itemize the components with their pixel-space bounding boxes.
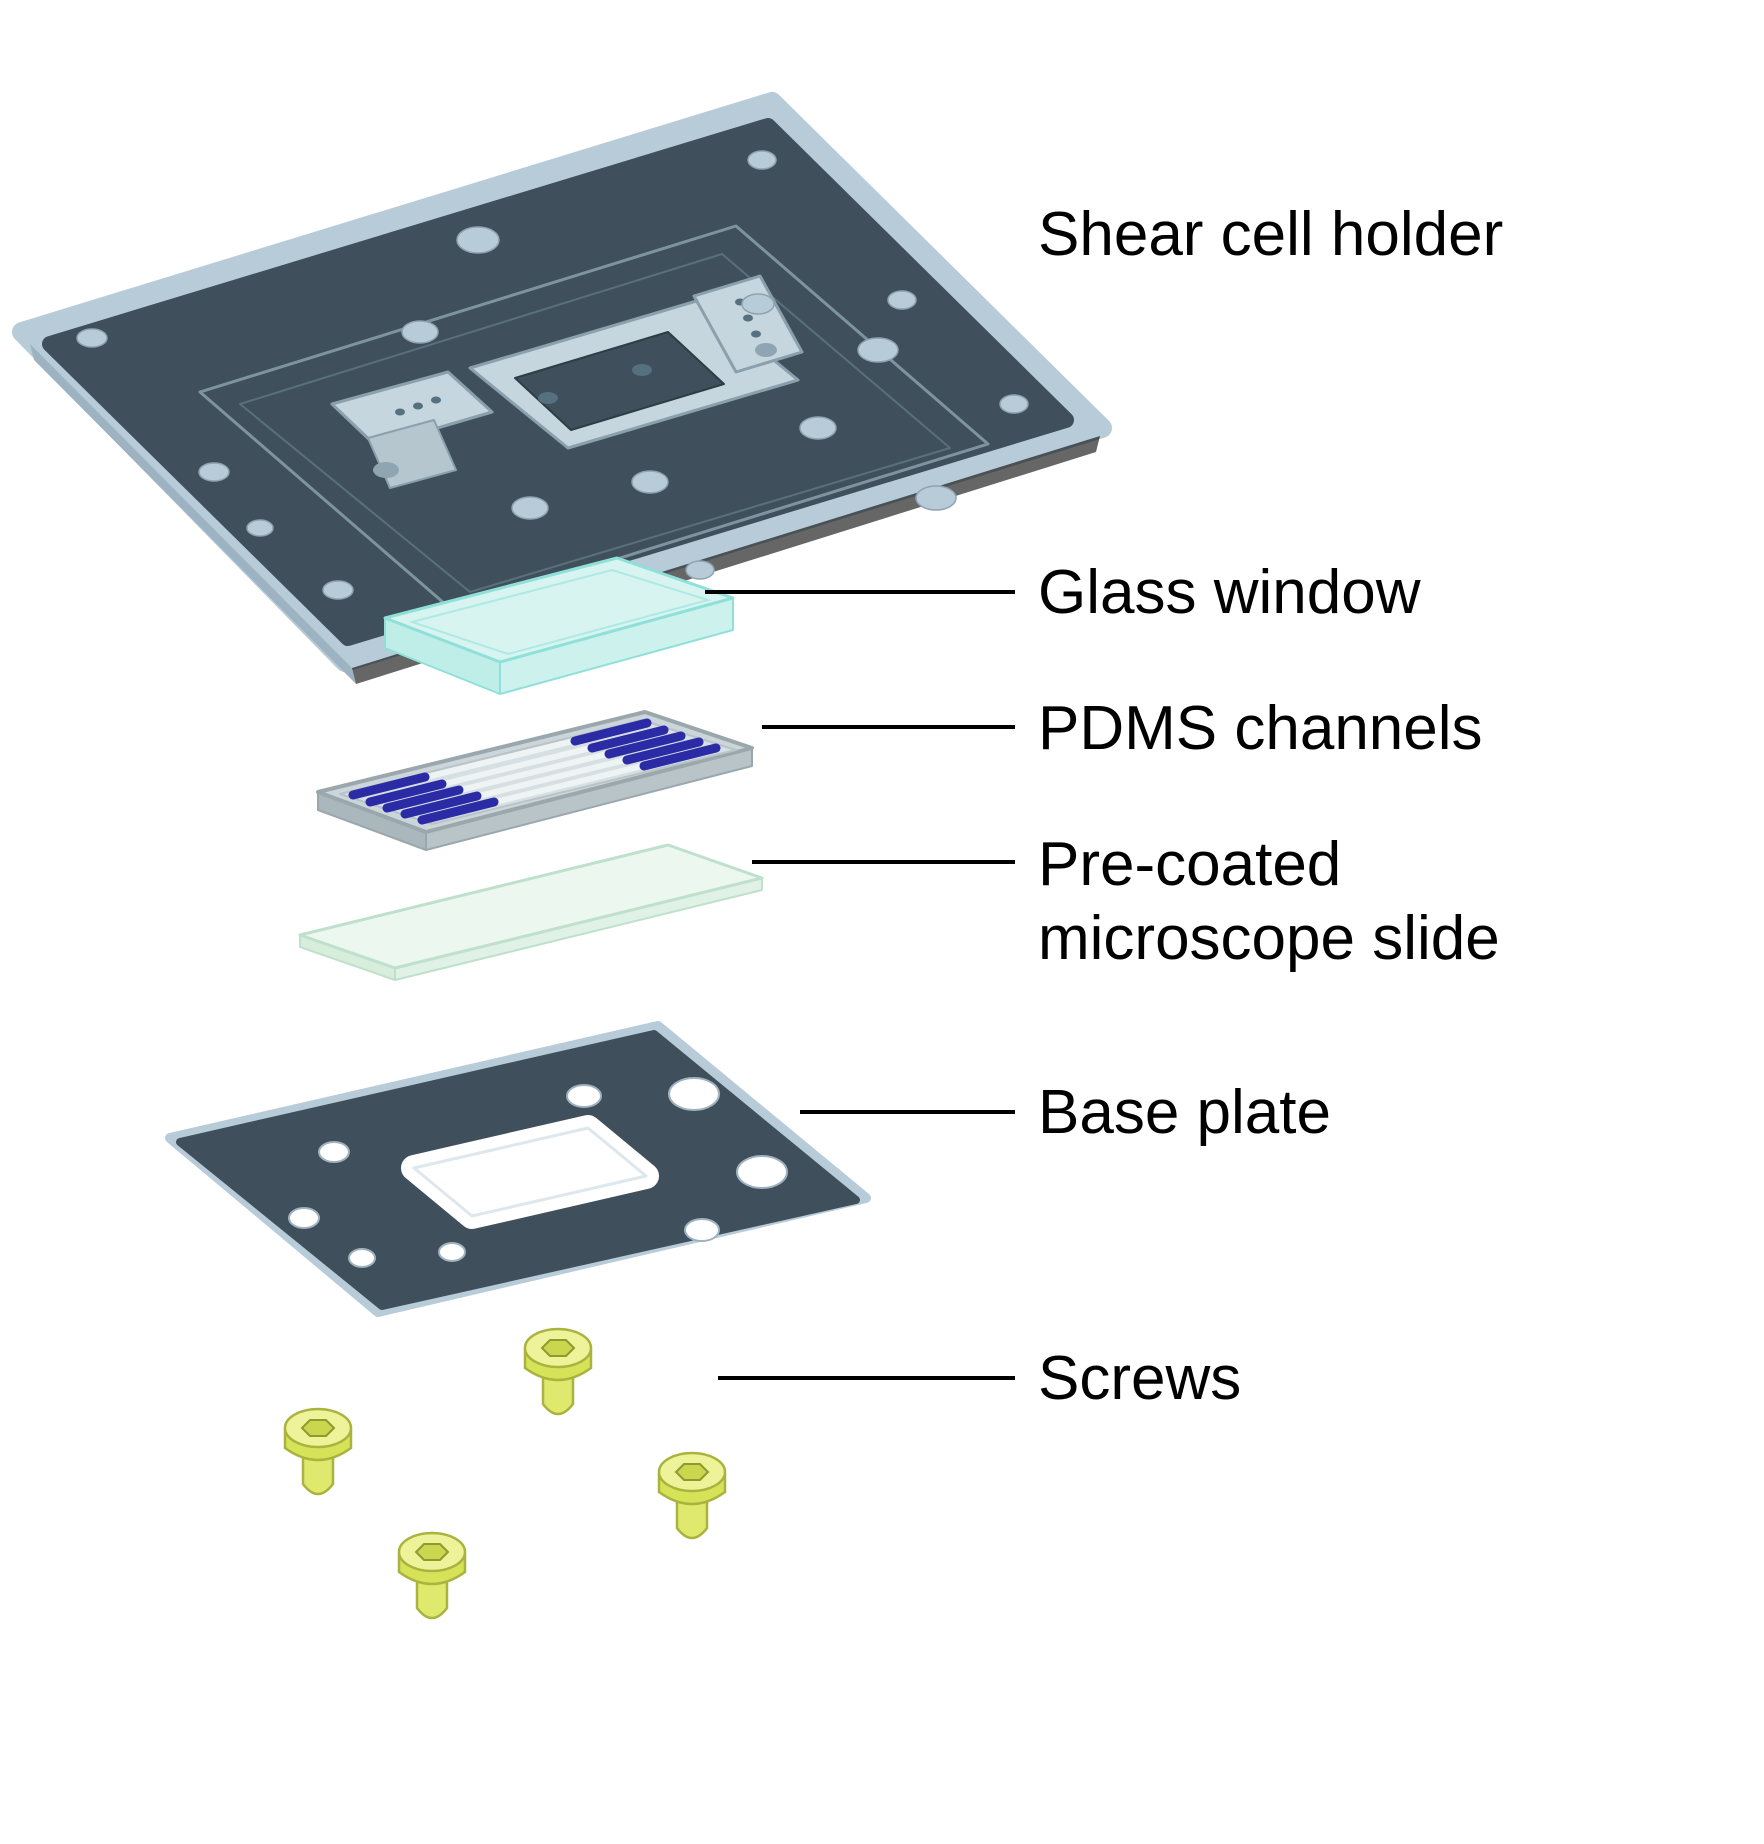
screws-graphic (283, 1327, 727, 1620)
label-shear-cell-holder: Shear cell holder (1038, 200, 1504, 269)
screw-4 (657, 1451, 727, 1540)
shear-cell-holder-graphic (12, 92, 1112, 684)
leader-lines (705, 590, 1015, 1380)
label-precoated-line1: Pre-coated (1038, 830, 1342, 899)
label-base-plate: Base plate (1038, 1078, 1331, 1147)
screw-2 (523, 1327, 593, 1416)
label-pdms-channels: PDMS channels (1038, 694, 1483, 763)
base-plate-graphic (165, 1021, 871, 1317)
microscope-slide-graphic (298, 843, 764, 981)
glass-window-graphic (383, 556, 735, 695)
label-precoated-line2: microscope slide (1038, 904, 1500, 973)
holder-holes (76, 150, 1029, 600)
label-screws: Screws (1038, 1344, 1242, 1413)
pdms-channels-graphic (316, 710, 754, 851)
holder-clamp-mechanism (330, 274, 804, 489)
label-precoated-slide: Pre-coated microscope slide (1038, 828, 1500, 976)
screw-3 (397, 1531, 467, 1620)
label-glass-window: Glass window (1038, 558, 1421, 627)
screw-1 (283, 1407, 353, 1496)
